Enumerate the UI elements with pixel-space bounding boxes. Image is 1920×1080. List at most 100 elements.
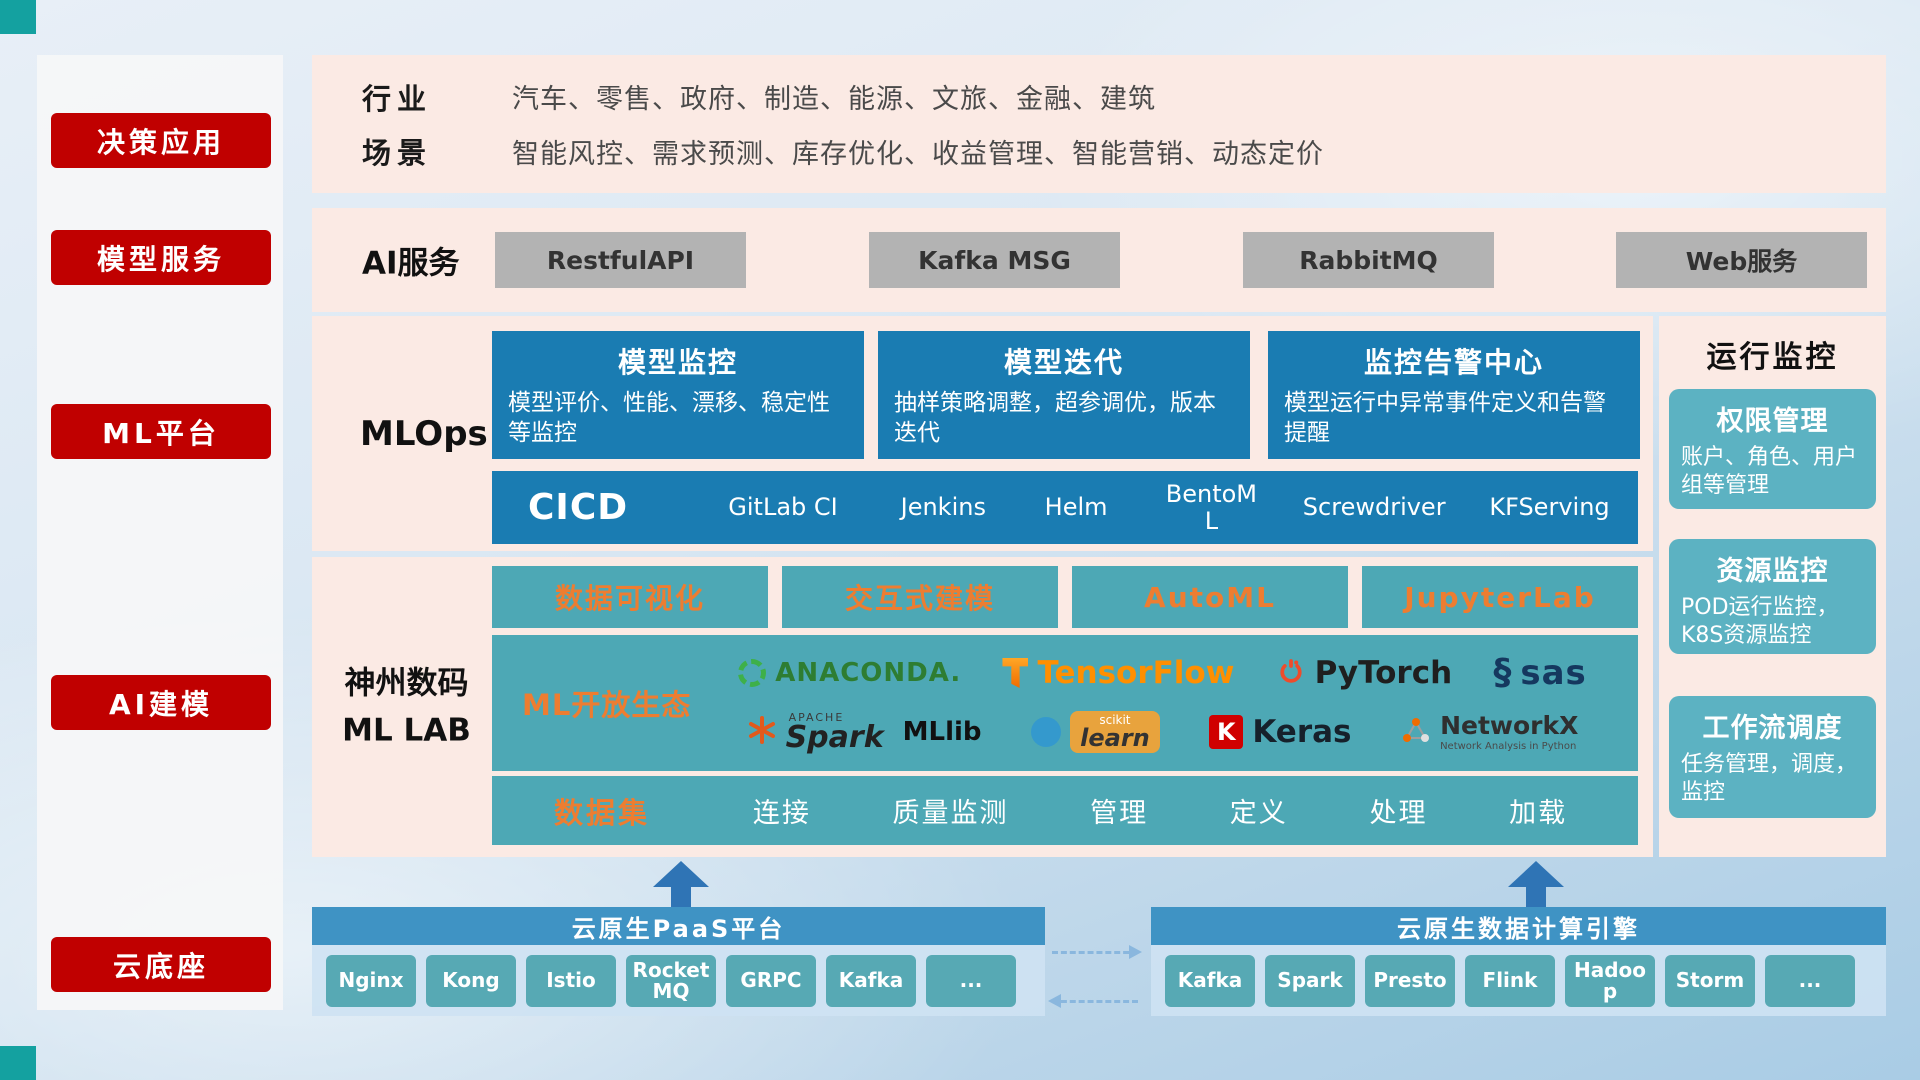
cicd-bar: CICD GitLab CI Jenkins Helm BentoML Scre… [492, 471, 1638, 544]
dashed-arrow-right-icon [1052, 945, 1142, 959]
tool-interactive-modeling: 交互式建模 [782, 566, 1058, 628]
ml-lab-label-line1: 神州数码 [344, 665, 469, 702]
anaconda-icon [738, 659, 767, 687]
service-rabbitmq: RabbitMQ [1243, 232, 1494, 288]
ml-ecosystem-label: ML开放生态 [522, 688, 692, 722]
cicd-tool-screwdriver: Screwdriver [1302, 493, 1446, 522]
dataset-item-connect: 连接 [752, 798, 811, 829]
dataset-row: 数据集 连接 质量监测 管理 定义 处理 加载 [492, 776, 1638, 845]
keras-icon: K [1209, 715, 1244, 749]
data-engine-items: Kafka Spark Presto Flink Hadoop Storm ..… [1151, 945, 1886, 1016]
pytorch-logo: PyTorch [1276, 655, 1453, 691]
tool-automl: AutoML [1072, 566, 1348, 628]
dataset-item-quality: 质量监测 [892, 798, 1009, 829]
card-permission-management: 权限管理 账户、角色、用户组等管理 [1669, 389, 1876, 509]
spark-name: Spark [785, 719, 884, 755]
industry-list: 汽车、零售、政府、制造、能源、文旅、金融、建筑 [512, 84, 1156, 116]
networkx-icon [1401, 716, 1431, 748]
cicd-tool-kfserving: KFServing [1489, 493, 1610, 522]
chip-nginx: Nginx [326, 954, 416, 1007]
pytorch-wordmark: PyTorch [1314, 655, 1453, 691]
service-restfulapi: RestfulAPI [495, 232, 746, 288]
card-title: 模型迭代 [1003, 346, 1124, 379]
chip-rocketmq: RocketMQ [626, 954, 716, 1007]
dataset-item-process: 处理 [1369, 798, 1428, 829]
ecosystem-row-1: ANACONDA. TensorFlow [697, 653, 1628, 693]
chip-kafka: Kafka [826, 954, 916, 1007]
ml-lab-tools: 数据可视化 交互式建模 AutoML JupyterLab [492, 566, 1638, 628]
up-arrow-left-icon [653, 861, 709, 907]
chip-hadoop: Hadoop [1565, 954, 1655, 1007]
paas-platform-header: 云原生PaaS平台 [312, 907, 1045, 945]
spark-mllib-logo: APACHE Spark MLlib [747, 712, 982, 753]
tool-data-visualization: 数据可视化 [492, 566, 768, 628]
ai-service-band: AI服务 RestfulAPI Kafka MSG RabbitMQ Web服务 [312, 208, 1886, 312]
service-web: Web服务 [1616, 232, 1867, 288]
sas-icon: § [1493, 652, 1512, 693]
pytorch-icon [1276, 655, 1306, 691]
keras-wordmark: Keras [1252, 714, 1352, 750]
corner-accent-top-icon [0, 0, 36, 34]
tool-jupyterlab: JupyterLab [1362, 566, 1638, 628]
sas-logo: § sas [1493, 653, 1586, 693]
sidebar-item-ml-platform[interactable]: ML平台 [51, 404, 271, 459]
sidebar-item-decision-apps[interactable]: 决策应用 [51, 113, 271, 168]
cicd-tools: GitLab CI Jenkins Helm BentoML Screwdriv… [708, 481, 1612, 534]
scenario-label: 场景 [362, 136, 433, 171]
scikit-learn-wordmark: scikit learn [1070, 711, 1160, 753]
ecosystem-row-2: APACHE Spark MLlib scikit learn K [697, 711, 1628, 753]
cicd-tool-gitlab-ci: GitLab CI [728, 493, 838, 522]
paas-platform-items: Nginx Kong Istio RocketMQ GRPC Kafka ... [312, 945, 1045, 1016]
ml-lab-label-line2: ML LAB [342, 712, 471, 748]
service-kafka-msg: Kafka MSG [869, 232, 1120, 288]
anaconda-wordmark: ANACONDA. [775, 658, 962, 688]
keras-logo: K Keras [1209, 714, 1352, 750]
runtime-monitoring-title: 运行监控 [1706, 340, 1839, 375]
learn-label: learn [1080, 724, 1150, 752]
runtime-monitoring-panel: 运行监控 权限管理 账户、角色、用户组等管理 资源监控 POD运行监控，K8S资… [1659, 316, 1886, 857]
tensorflow-wordmark: TensorFlow [1037, 655, 1235, 691]
ai-service-label: AI服务 [362, 245, 460, 282]
cicd-tool-jenkins: Jenkins [900, 493, 986, 522]
chip-flink: Flink [1465, 954, 1555, 1007]
networkx-logo: NetworkX Network Analysis in Python [1401, 710, 1579, 752]
networkx-name: NetworkX [1440, 710, 1579, 740]
sidebar-item-ai-modeling[interactable]: AI建模 [51, 675, 271, 730]
card-desc: 账户、角色、用户组等管理 [1681, 445, 1858, 498]
card-model-iteration: 模型迭代 抽样策略调整，超参调优，版本迭代 [878, 331, 1250, 459]
scikit-learn-icon [1031, 717, 1062, 747]
dataset-item-load: 加载 [1509, 798, 1568, 829]
mlops-band: MLOps 模型监控 模型评价、性能、漂移、稳定性等监控 模型迭代 抽样策略调整… [312, 316, 1653, 551]
spark-icon [747, 715, 777, 749]
sidebar-item-model-service[interactable]: 模型服务 [51, 230, 271, 285]
dataset-item-define: 定义 [1229, 798, 1288, 829]
chip-kong: Kong [426, 954, 516, 1007]
card-alert-center: 监控告警中心 模型运行中异常事件定义和告警提醒 [1268, 331, 1640, 459]
chip-kafka: Kafka [1165, 954, 1255, 1007]
chip-spark: Spark [1265, 954, 1355, 1007]
card-model-monitoring: 模型监控 模型评价、性能、漂移、稳定性等监控 [492, 331, 864, 459]
up-arrow-right-icon [1508, 861, 1564, 907]
ml-lab-band: 神州数码 ML LAB 数据可视化 交互式建模 AutoML JupyterLa… [312, 557, 1653, 857]
card-title: 权限管理 [1716, 406, 1829, 437]
scikit-label: scikit [1099, 713, 1131, 727]
ml-ecosystem-logos: ANACONDA. TensorFlow [697, 635, 1638, 771]
sidebar-item-cloud-base[interactable]: 云底座 [51, 937, 271, 992]
card-desc: 抽样策略调整，超参调优，版本迭代 [894, 390, 1216, 446]
data-engine-header: 云原生数据计算引擎 [1151, 907, 1886, 945]
cicd-tool-bentoml: BentoML [1165, 480, 1258, 535]
dataset-items: 连接 质量监测 管理 定义 处理 加载 [712, 791, 1638, 830]
paas-platform-group: 云原生PaaS平台 Nginx Kong Istio RocketMQ GRPC… [312, 907, 1045, 1016]
chip-presto: Presto [1365, 954, 1455, 1007]
dashed-arrow-left-icon [1048, 994, 1138, 1008]
sidebar: 决策应用 模型服务 ML平台 AI建模 云底座 [37, 55, 283, 1010]
card-resource-monitoring: 资源监控 POD运行监控，K8S资源监控 [1669, 539, 1876, 654]
corner-accent-bottom-icon [0, 1046, 36, 1080]
tensorflow-logo: TensorFlow [1002, 655, 1234, 691]
mlops-label: MLOps [360, 413, 488, 454]
ml-lab-label: 神州数码 ML LAB [324, 661, 489, 754]
networkx-wordmark: NetworkX Network Analysis in Python [1440, 710, 1579, 752]
card-title: 工作流调度 [1702, 713, 1843, 744]
chip-more: ... [1765, 954, 1855, 1007]
